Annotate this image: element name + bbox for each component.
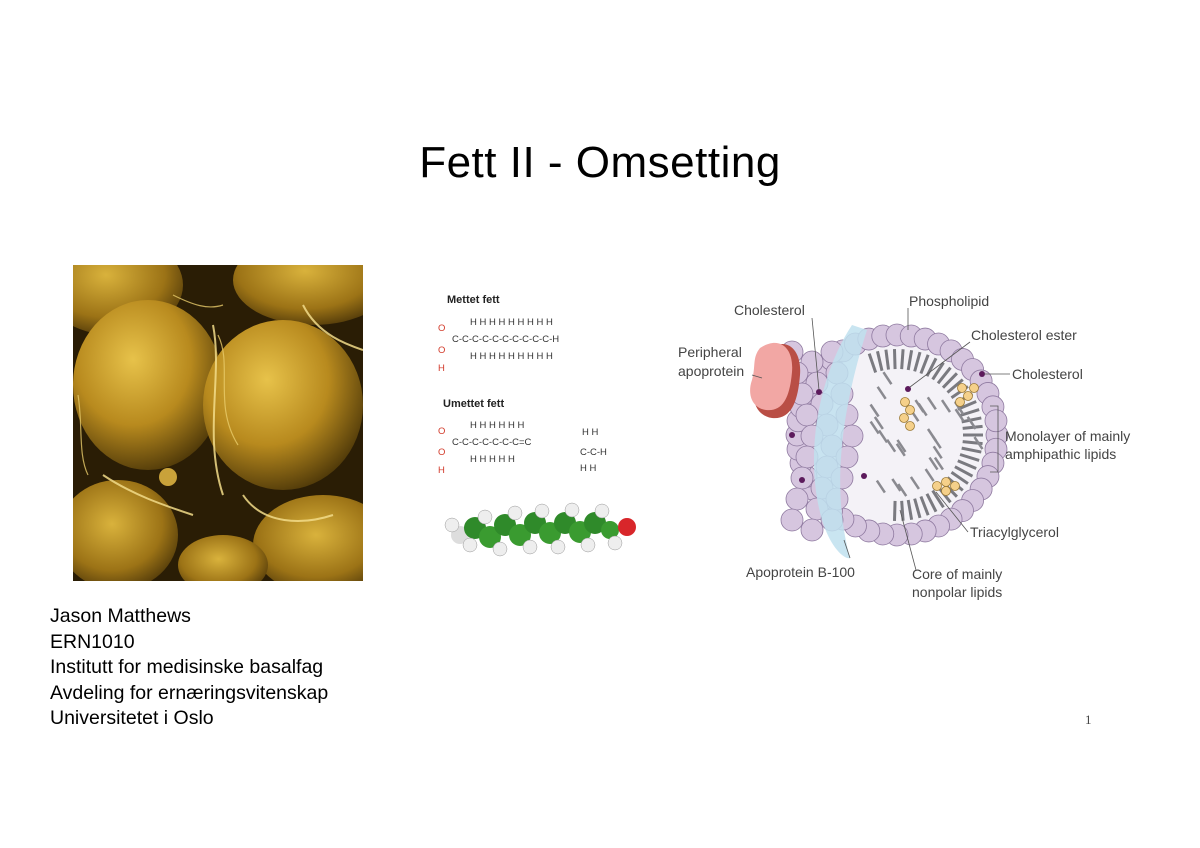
author-name: Jason Matthews	[50, 605, 191, 627]
unsaturated-fat-label: Umettet fett	[443, 398, 504, 410]
svg-text:C-C-H: C-C-H	[580, 447, 607, 458]
department-name: Avdeling for ernæringsvitenskap	[50, 681, 329, 704]
svg-text:O: O	[438, 345, 445, 356]
adipocyte-micrograph-image	[73, 265, 363, 581]
slide-title: Fett II - Omsetting	[419, 138, 781, 187]
svg-text:O: O	[438, 426, 445, 437]
university-name: Universitetet i Oslo	[50, 707, 214, 729]
svg-text:H H H H H H H H H: H H H H H H H H H	[470, 351, 553, 362]
saturated-fat-label: Mettet fett	[447, 294, 500, 306]
apoprotein-b100-label: Apoprotein B-100	[746, 564, 855, 580]
svg-text:O: O	[438, 447, 445, 458]
svg-text:H: H	[438, 363, 445, 374]
svg-text:C-C-C-C-C-C-C-C-C-C-H: C-C-C-C-C-C-C-C-C-C-H	[452, 334, 559, 345]
lipoprotein-particle	[750, 323, 1009, 559]
svg-text:H: H	[438, 465, 445, 476]
core-label-line2: nonpolar lipids	[912, 584, 1002, 600]
apoprotein-b100-band	[813, 325, 867, 559]
phospholipid-label: Phospholipid	[909, 293, 989, 309]
leader-lines	[751, 308, 1010, 571]
institute-name: Institutt for medisinske basalfag	[50, 656, 324, 678]
cholesterol-space-filling-model	[444, 502, 636, 557]
svg-text:H H H H H: H H H H H	[470, 454, 515, 465]
monolayer-label-line1: Monolayer of mainly	[1005, 428, 1130, 444]
lipoprotein-diagram: Cholesterol Phospholipid Cholesterol est…	[678, 293, 1130, 600]
svg-text:H H: H H	[580, 463, 597, 474]
cholesterol-ester-icon	[899, 383, 979, 496]
svg-text:H H H H H H: H H H H H H	[470, 420, 525, 431]
author-block: Jason Matthews ERN1010 Institutt for med…	[50, 604, 328, 732]
svg-text:O: O	[438, 323, 445, 334]
triacylglycerol-label: Triacylglycerol	[970, 524, 1059, 540]
cholesterol-dots	[789, 371, 985, 483]
fatty-acid-structures: Mettet fett H H H H H H H H H C-C-C-C-C-…	[438, 294, 636, 557]
cholesterol-right-label: Cholesterol	[1012, 366, 1083, 382]
cholesterol-left-label: Cholesterol	[734, 302, 805, 318]
saturated-fatty-acid-formula: H H H H H H H H H C-C-C-C-C-C-C-C-C-C-H …	[438, 317, 559, 374]
svg-text:H H: H H	[582, 427, 599, 438]
unsaturated-fatty-acid-formula: H H H H H H C-C-C-C-C-C-C=C H H H H H H …	[438, 420, 607, 476]
peripheral-apoprotein-label-line1: Peripheral	[678, 344, 742, 360]
page-number: 1	[1085, 712, 1092, 727]
monolayer-label-line2: amphipathic lipids	[1005, 446, 1116, 462]
peripheral-apoprotein-shape	[750, 342, 801, 419]
svg-text:H H H H H H H H H: H H H H H H H H H	[470, 317, 553, 328]
core-label-line1: Core of mainly	[912, 566, 1002, 582]
cholesterol-ester-label: Cholesterol ester	[971, 327, 1077, 343]
peripheral-apoprotein-label-line2: apoprotein	[678, 363, 744, 379]
course-code: ERN1010	[50, 630, 135, 653]
svg-text:C-C-C-C-C-C-C=C: C-C-C-C-C-C-C=C	[452, 437, 532, 448]
